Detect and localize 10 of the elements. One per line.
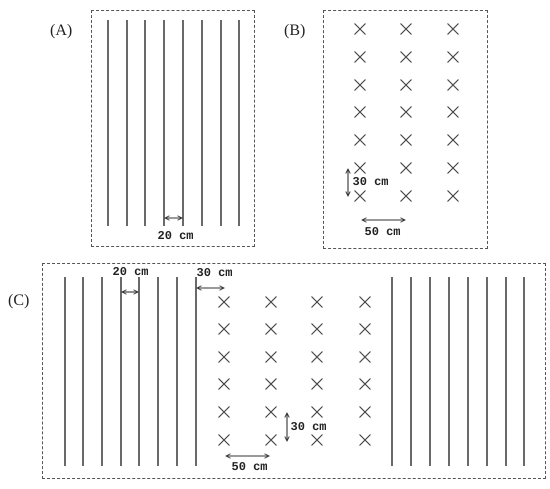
panel-label: (A): [50, 23, 72, 39]
dimension-label: 20 cm: [158, 230, 194, 242]
dimension-label: 50 cm: [364, 226, 401, 238]
dimension-label: 50 cm: [232, 460, 268, 474]
panel-label: (B): [284, 23, 306, 39]
dimension-label: 30 cm: [352, 176, 389, 188]
dimension-label: 30 cm: [290, 420, 327, 434]
panel-label: (C): [8, 293, 30, 309]
dimension-label: 20 cm: [112, 266, 149, 278]
dimension-label: 30 cm: [196, 266, 233, 280]
